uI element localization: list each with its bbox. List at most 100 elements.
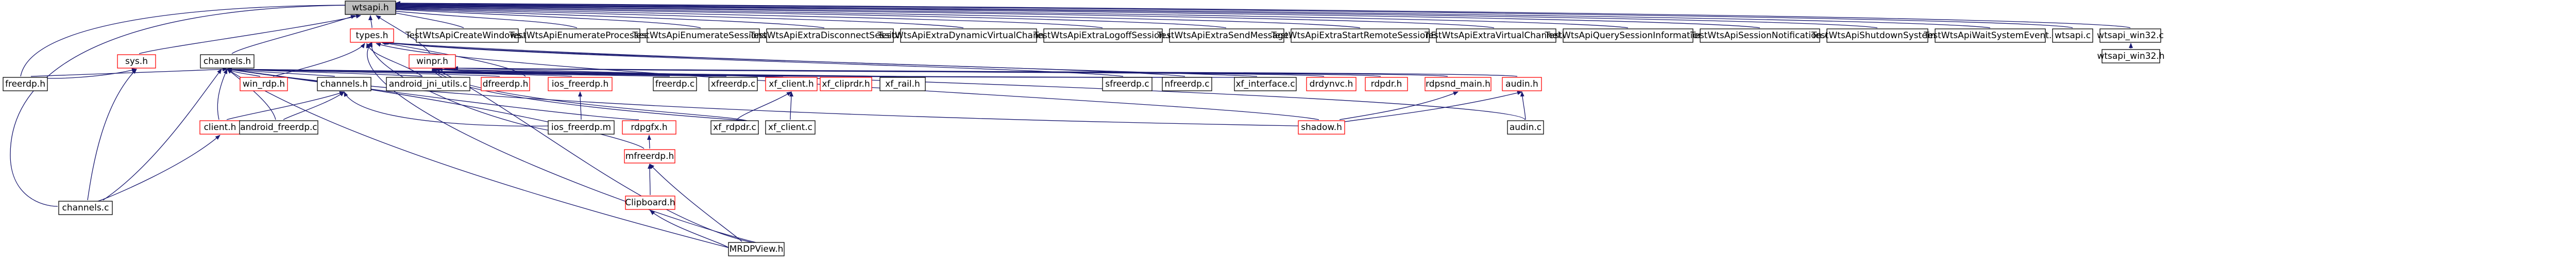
- node-h-elo[interactable]: TestWtsApiExtraLogoffSession.c: [1033, 28, 1173, 43]
- dependency-edge: [227, 67, 423, 77]
- node-types-h[interactable]: types.h: [350, 28, 394, 43]
- dependency-edge: [386, 8, 578, 28]
- node-channels-c[interactable]: channels.c: [58, 201, 113, 215]
- node-xf-client-h[interactable]: xf_client.h: [765, 77, 818, 91]
- node-audin-h[interactable]: audin.h: [1502, 77, 1542, 91]
- node-clipboard-h[interactable]: Clipboard.h: [625, 196, 675, 210]
- dependency-edge: [227, 69, 276, 120]
- dependency-edge: [87, 69, 137, 201]
- node-h-evc[interactable]: TestWtsApiExtraVirtualChannel.c: [1424, 28, 1568, 43]
- svg-text:types.h: types.h: [355, 30, 388, 41]
- node-h-ss[interactable]: TestWtsApiShutdownSystem.c: [1811, 28, 1943, 43]
- node-channels-h[interactable]: channels.h: [200, 54, 255, 69]
- node-drdynvc-h[interactable]: drdynvc.h: [1306, 77, 1357, 91]
- node-rdpsnd-main-h[interactable]: rdpsnd_main.h: [1425, 77, 1492, 91]
- svg-text:drdynvc.h: drdynvc.h: [1310, 79, 1353, 89]
- svg-text:TestWtsApiSessionNotification.: TestWtsApiSessionNotification.c: [1690, 30, 1829, 41]
- node-mrdpview-h[interactable]: MRDPView.h: [728, 242, 785, 256]
- dependency-edge: [217, 69, 228, 120]
- svg-text:TestWtsApiExtraStartRemoteSess: TestWtsApiExtraStartRemoteSessionEx.c: [1270, 30, 1449, 41]
- dependency-edge: [395, 1, 2131, 28]
- svg-text:xf_cliprdr.h: xf_cliprdr.h: [822, 79, 870, 89]
- dependency-edge: [392, 5, 1227, 28]
- dependency-edges: [10, 1, 2133, 248]
- node-freerdp-c[interactable]: freerdp.c: [653, 77, 697, 91]
- svg-text:xf_rdpdr.c: xf_rdpdr.c: [713, 122, 756, 133]
- svg-text:wtsapi.h: wtsapi.h: [352, 3, 389, 13]
- svg-text:client.h: client.h: [204, 122, 236, 133]
- node-android-freerdp-c[interactable]: android_freerdp.c: [239, 120, 318, 135]
- node-xfreerdp-c[interactable]: xfreerdp.c: [708, 77, 758, 91]
- node-h-wc[interactable]: wtsapi.c: [2052, 28, 2093, 43]
- svg-text:rdpgfx.h: rdpgfx.h: [631, 122, 667, 133]
- node-dfreerdp-h[interactable]: dfreerdp.h: [481, 77, 530, 91]
- node-ios-freerdp-h[interactable]: ios_freerdp.h: [548, 77, 613, 91]
- dependency-edge: [391, 7, 825, 28]
- node-xf-cliprdr-h[interactable]: xf_cliprdr.h: [820, 77, 872, 91]
- dependency-edge: [453, 66, 1526, 120]
- node-rdpgfx-h[interactable]: rdpgfx.h: [622, 120, 676, 135]
- svg-text:ios_freerdp.h: ios_freerdp.h: [552, 79, 608, 89]
- node-sys-h[interactable]: sys.h: [117, 54, 156, 69]
- node-h-sn[interactable]: TestWtsApiSessionNotification.c: [1690, 28, 1829, 43]
- dependency-edge: [432, 68, 784, 247]
- node-channels2-h[interactable]: channels.h: [317, 77, 371, 91]
- svg-text:nfreerdp.c: nfreerdp.c: [1164, 79, 1209, 89]
- svg-text:rdpsnd_main.h: rdpsnd_main.h: [1426, 79, 1490, 89]
- node-rdpdr-h[interactable]: rdpdr.h: [1365, 77, 1408, 91]
- dependency-edge: [227, 69, 729, 248]
- dependency-edge: [10, 3, 371, 207]
- node-h-edvc[interactable]: TestWtsApiExtraDynamicVirtualChannel.c: [877, 28, 1060, 43]
- node-freerdp-h[interactable]: freerdp.h: [3, 77, 48, 91]
- dependency-edge: [578, 91, 583, 120]
- node-client-h[interactable]: client.h: [199, 120, 241, 135]
- node-win-rdp-h[interactable]: win_rdp.h: [240, 77, 288, 91]
- node-xf-rdpdr-c[interactable]: xf_rdpdr.c: [710, 120, 759, 135]
- node-h-w32h[interactable]: wtsapi_win32.h: [2097, 49, 2165, 63]
- node-shadow-h[interactable]: shadow.h: [1298, 120, 1345, 135]
- node-h-qsi[interactable]: TestWtsApiQuerySessionInformation.c: [1545, 28, 1711, 43]
- node-h-es[interactable]: TestWtsApiEnumerateSessions.c: [632, 28, 774, 43]
- dependency-edge: [103, 69, 222, 201]
- node-xf-interface-c[interactable]: xf_interface.c: [1234, 77, 1297, 91]
- node-h-esm[interactable]: TestWtsApiExtraSendMessage.c: [1157, 28, 1296, 43]
- node-ios-freerdp-m[interactable]: ios_freerdp.m: [548, 120, 615, 135]
- svg-text:TestWtsApiQuerySessionInformat: TestWtsApiQuerySessionInformation.c: [1545, 30, 1711, 41]
- node-nfreerdp-c[interactable]: nfreerdp.c: [1162, 77, 1212, 91]
- node-h-ep[interactable]: TestWtsApiEnumerateProcesses.c: [509, 28, 656, 43]
- node-xf-client-c[interactable]: xf_client.c: [765, 120, 816, 135]
- node-audin-c[interactable]: audin.c: [1507, 120, 1544, 135]
- node-wtsapi-h[interactable]: wtsapi.h: [345, 1, 396, 15]
- node-h-w32[interactable]: wtsapi_win32.c: [2097, 28, 2164, 43]
- svg-text:rdpdr.h: rdpdr.h: [1371, 79, 1402, 89]
- dependency-edge: [273, 43, 365, 77]
- svg-text:TestWtsApiCreateWindows.c: TestWtsApiCreateWindows.c: [405, 30, 529, 41]
- svg-text:TestWtsApiExtraDynamicVirtualC: TestWtsApiExtraDynamicVirtualChannel.c: [877, 30, 1060, 41]
- node-winpr-h[interactable]: winpr.h: [409, 54, 456, 69]
- dependency-edge: [395, 2, 1991, 28]
- node-h-wse[interactable]: TestWtsApiWaitSystemEvent.c: [1923, 28, 2057, 43]
- svg-text:TestWtsApiExtraSendMessage.c: TestWtsApiExtraSendMessage.c: [1157, 30, 1296, 41]
- svg-text:TestWtsApiEnumerateProcesses.c: TestWtsApiEnumerateProcesses.c: [509, 30, 656, 41]
- node-xf-rail-h[interactable]: xf_rail.h: [879, 77, 926, 91]
- node-h-estr[interactable]: TestWtsApiExtraStartRemoteSessionEx.c: [1270, 28, 1449, 43]
- node-mfreerdp-h[interactable]: mfreerdp.h: [624, 149, 675, 164]
- svg-text:channels.h: channels.h: [320, 79, 368, 89]
- node-h-wcw[interactable]: TestWtsApiCreateWindows.c: [405, 28, 529, 43]
- svg-text:Clipboard.h: Clipboard.h: [625, 198, 675, 208]
- dependency-edge: [393, 4, 1495, 28]
- node-h-edc[interactable]: TestWtsApiExtraDisconnectSession.c: [749, 28, 910, 43]
- svg-text:TestWtsApiExtraLogoffSession.c: TestWtsApiExtraLogoffSession.c: [1033, 30, 1173, 41]
- dependency-edge: [395, 3, 1878, 28]
- dependency-edge: [394, 4, 1629, 28]
- svg-text:dfreerdp.h: dfreerdp.h: [483, 79, 529, 89]
- svg-text:TestWtsApiShutdownSystem.c: TestWtsApiShutdownSystem.c: [1811, 30, 1943, 41]
- svg-text:sfreerdp.c: sfreerdp.c: [1105, 79, 1149, 89]
- svg-text:xf_client.h: xf_client.h: [769, 79, 814, 89]
- node-sfreerdp-c[interactable]: sfreerdp.c: [1102, 77, 1153, 91]
- svg-text:sys.h: sys.h: [125, 56, 148, 67]
- node-android-jni-utils-c[interactable]: android_jni_utils.c: [386, 77, 470, 91]
- dependency-edge: [231, 15, 356, 54]
- dependency-edge: [395, 2, 2073, 28]
